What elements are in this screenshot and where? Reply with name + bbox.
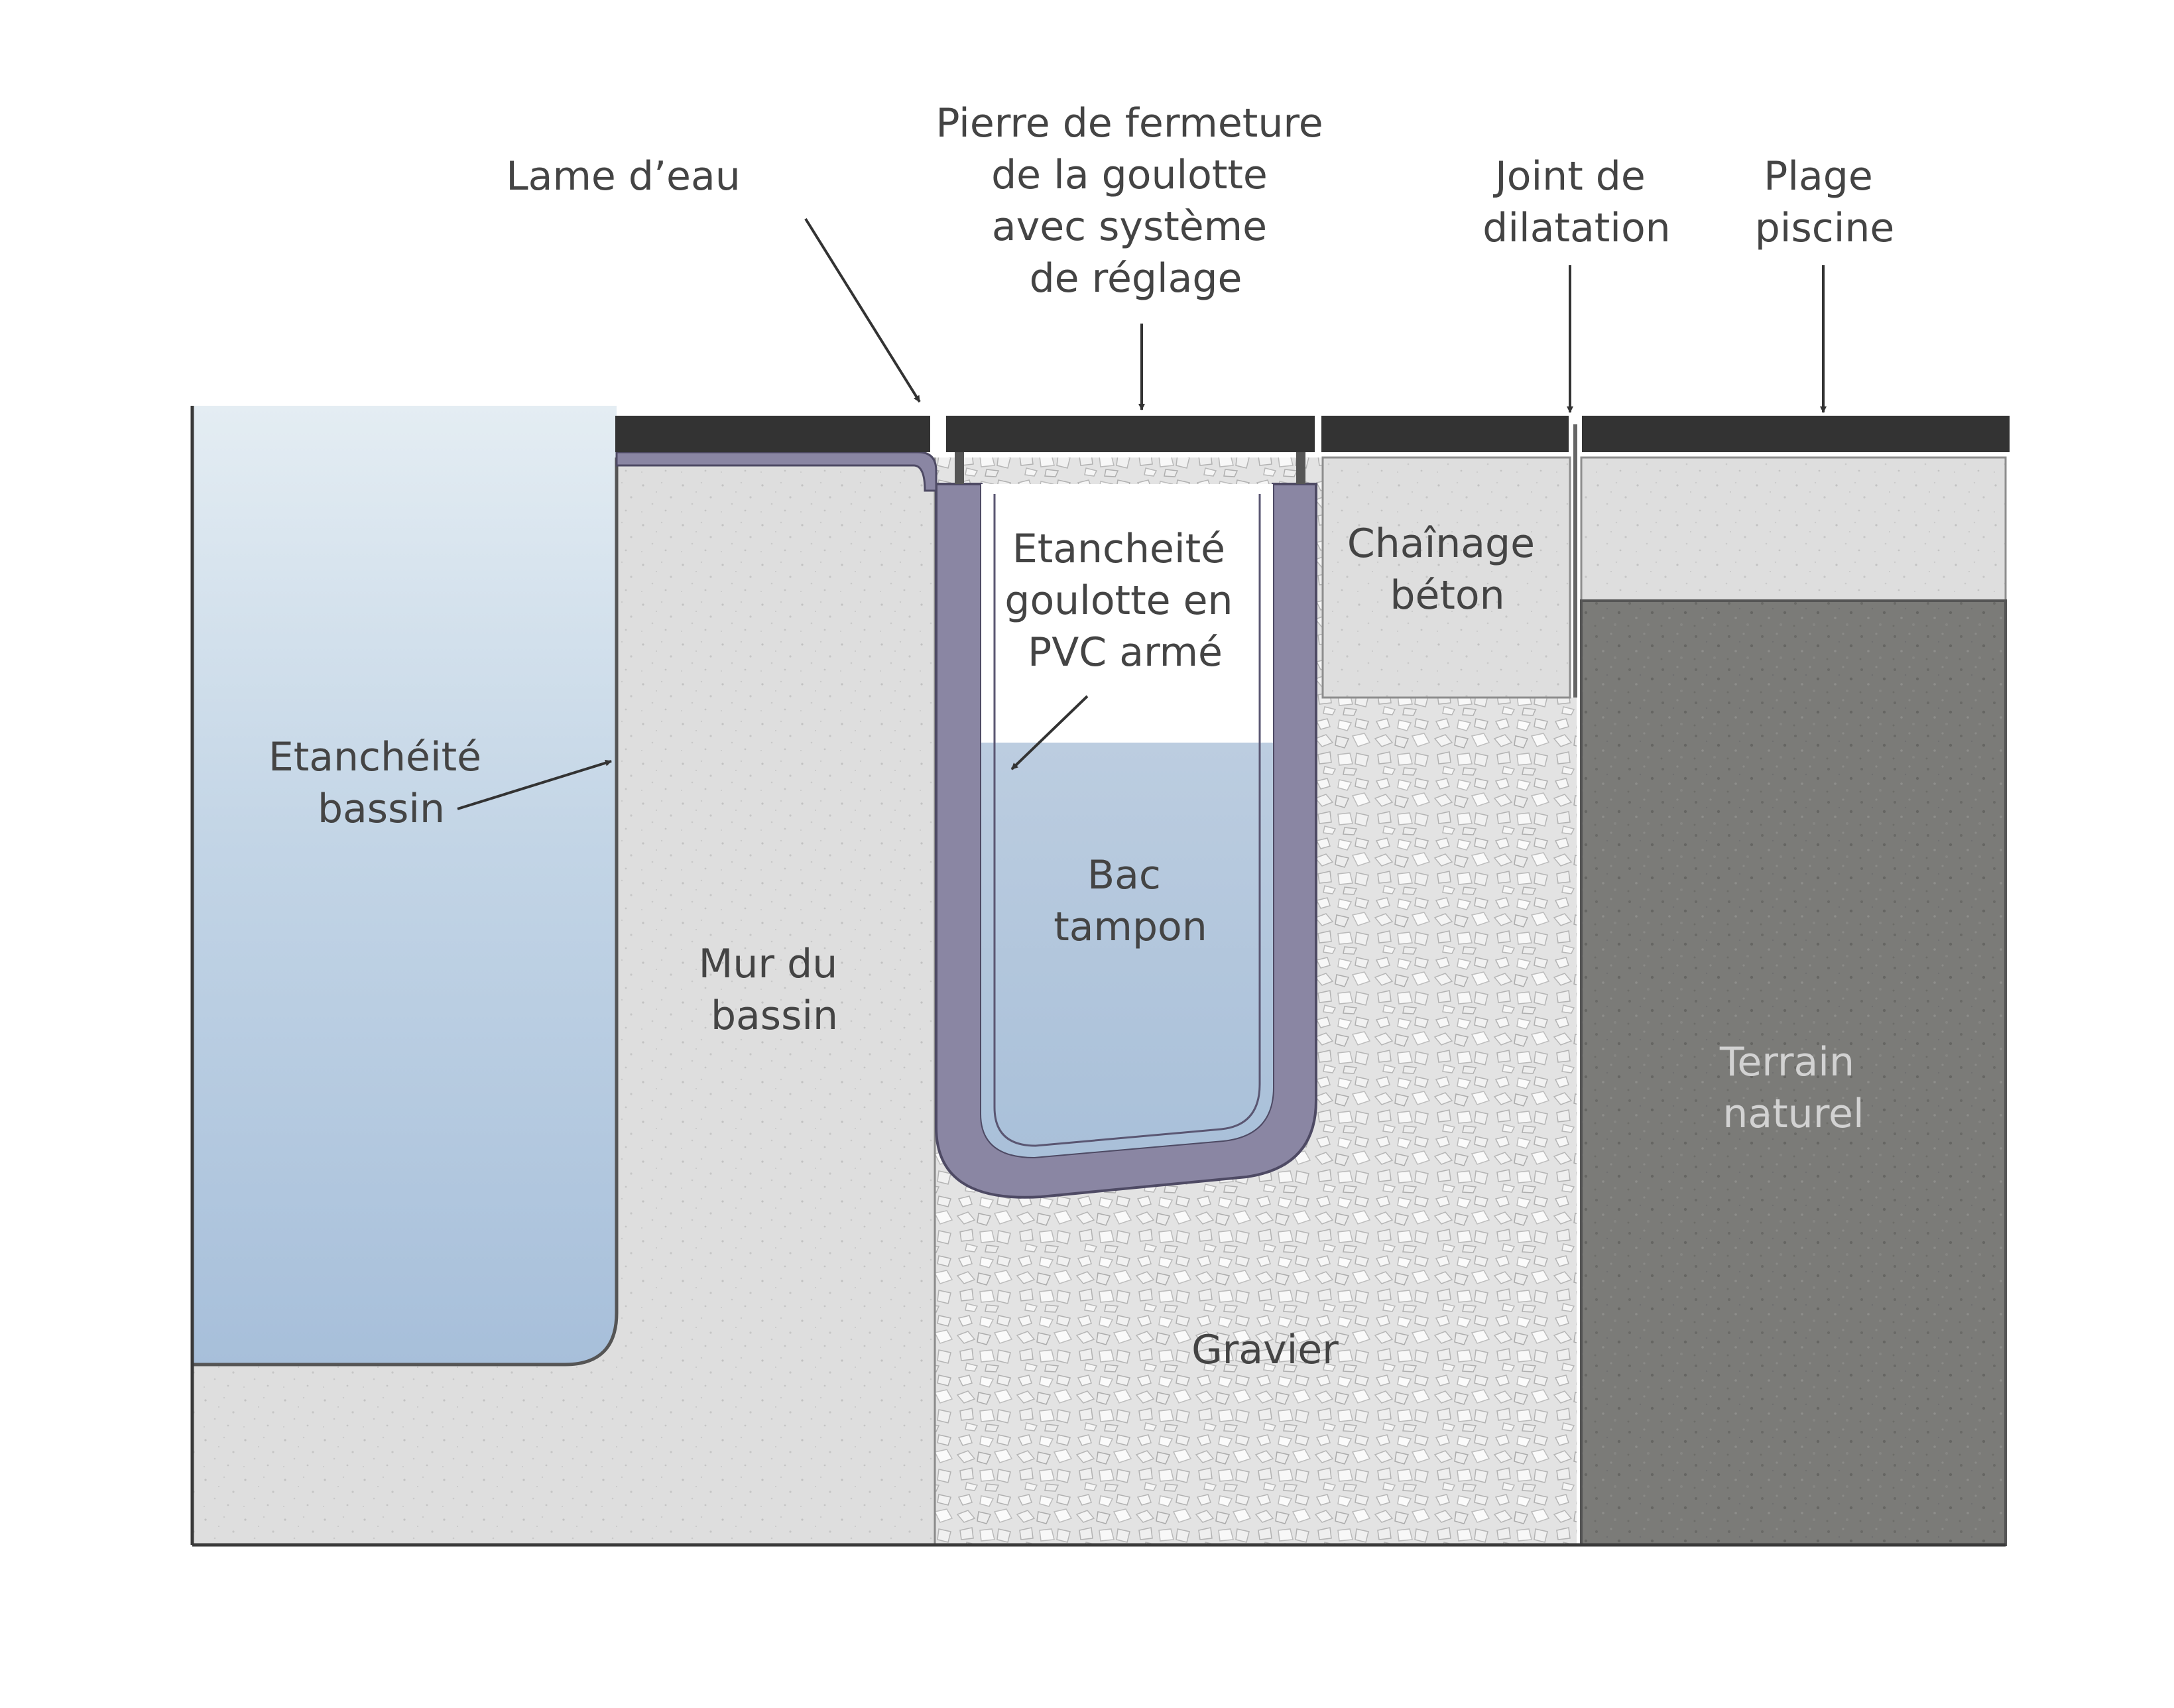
label-mur-bassin: Mur du bassin bbox=[699, 941, 851, 1039]
pool-water bbox=[192, 406, 617, 1365]
coping-stone-chainage bbox=[1321, 416, 1569, 452]
reglage-foot-right bbox=[1296, 452, 1305, 484]
coping-stone-pool-wall bbox=[615, 416, 930, 452]
label-joint-dilatation: Joint de dilatation bbox=[1482, 153, 1670, 251]
label-chainage-beton: Chaînage béton bbox=[1347, 520, 1547, 619]
bac-tampon-water bbox=[981, 743, 1273, 1157]
label-terrain-naturel: Terrain naturel bbox=[1719, 1039, 1867, 1137]
pool-basin-liner bbox=[192, 457, 619, 1367]
label-bac-tampon: Bac tampon bbox=[1054, 852, 1207, 950]
coping-stone-plage bbox=[1582, 416, 2010, 452]
plage-base-slab bbox=[1580, 456, 2007, 602]
pool-wall-concrete bbox=[192, 406, 935, 1545]
arrow-etancheite-bassin bbox=[457, 759, 612, 810]
pvc-liner-inner-line bbox=[993, 494, 1261, 1147]
arrow-lame-eau bbox=[804, 217, 921, 403]
label-etancheite-bassin: Etanchéité bassin bbox=[269, 734, 494, 832]
label-lame-eau: Lame d’eau bbox=[506, 153, 741, 200]
terrain-naturel-fill bbox=[1580, 599, 2007, 1546]
bac-tampon-air bbox=[981, 484, 1273, 743]
pvc-liner-wall-top bbox=[615, 451, 937, 492]
chainage-beton-block bbox=[1321, 456, 1571, 699]
arrow-etancheite-goulotte bbox=[1010, 695, 1089, 770]
label-pierre-fermeture: Pierre de fermeture de la goulotte avec … bbox=[936, 100, 1335, 302]
label-plage-piscine: Plage piscine bbox=[1755, 153, 1895, 251]
reglage-foot-left bbox=[955, 452, 964, 484]
label-etancheite-goulotte: Etancheité goulotte en PVC armé bbox=[1004, 526, 1245, 676]
label-gravier: Gravier bbox=[1191, 1327, 1339, 1373]
coping-stone-goulotte bbox=[946, 416, 1315, 452]
